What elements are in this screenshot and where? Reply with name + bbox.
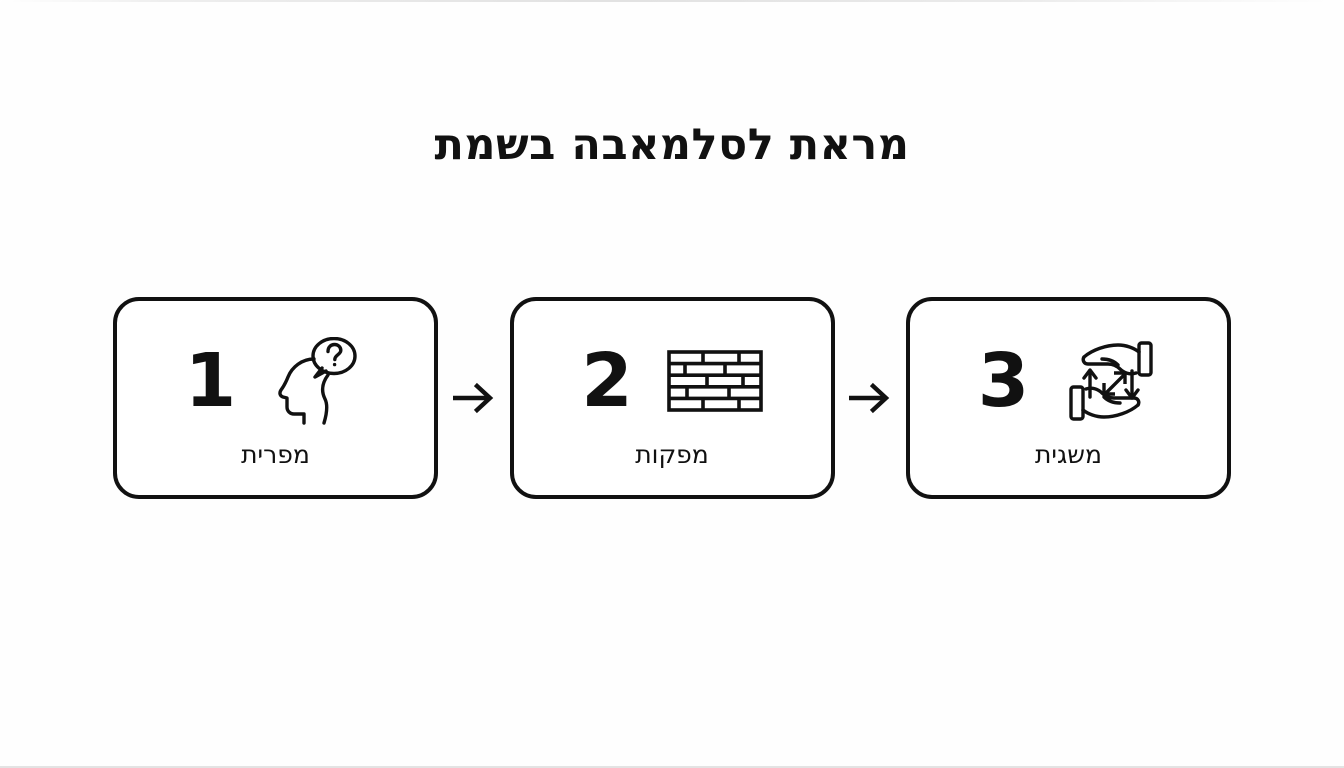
step-label-2: מפקות bbox=[635, 440, 709, 469]
step-card-1-row: 1 bbox=[117, 335, 434, 427]
process-flow: 1 מפרית bbox=[113, 297, 1231, 499]
arrow-2-to-3 bbox=[841, 368, 899, 428]
step-label-3: משגית bbox=[1034, 440, 1103, 469]
head-question-icon bbox=[270, 335, 366, 427]
arrow-1-to-2 bbox=[445, 368, 503, 428]
page-title: מראת לסלמאבה בשמת bbox=[434, 120, 910, 170]
bottom-edge-line bbox=[0, 766, 1344, 768]
brick-wall-icon bbox=[666, 335, 763, 427]
hands-exchange-icon bbox=[1063, 335, 1159, 427]
step-card-3-row: 3 bbox=[910, 335, 1227, 427]
step-card-3[interactable]: 3 bbox=[906, 297, 1231, 499]
step-label-1: מפרית bbox=[241, 440, 310, 469]
step-card-1[interactable]: 1 מפרית bbox=[113, 297, 438, 499]
step-number-2: 2 bbox=[581, 338, 633, 424]
step-number-1: 1 bbox=[184, 338, 237, 424]
step-number-3: 3 bbox=[977, 338, 1030, 424]
step-card-2[interactable]: 2 bbox=[509, 297, 835, 499]
step-card-2-row: 2 bbox=[514, 335, 831, 427]
top-edge-line bbox=[0, 0, 1344, 2]
